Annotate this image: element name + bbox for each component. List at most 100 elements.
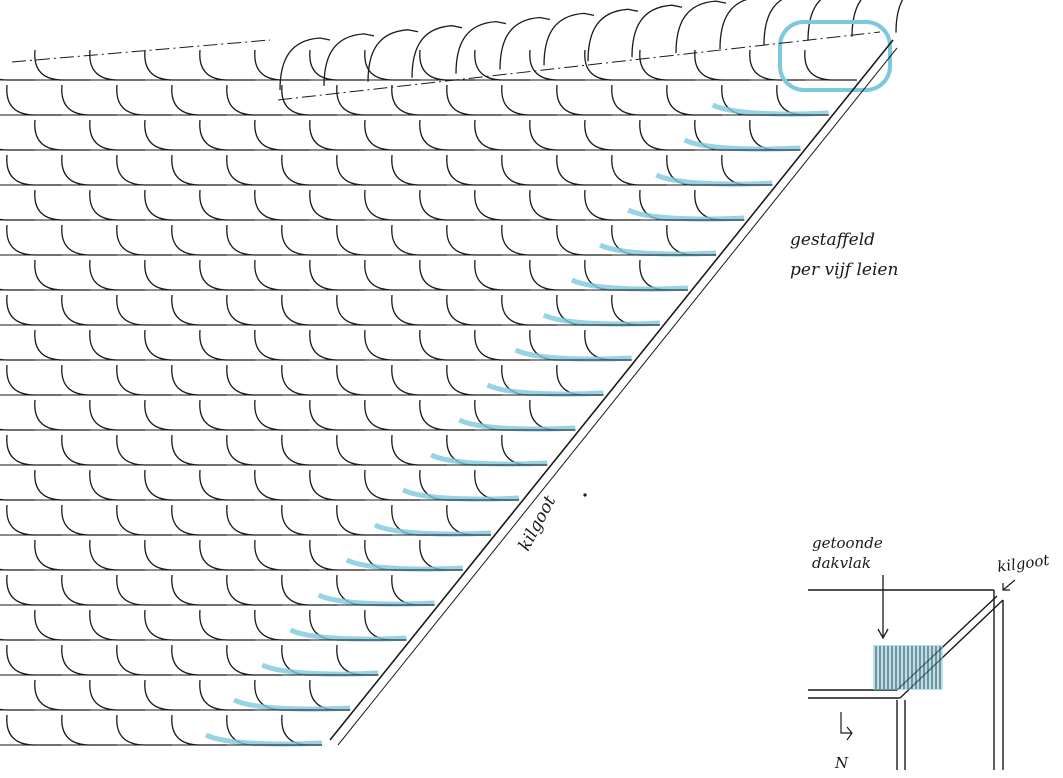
slate-edge — [584, 189, 640, 221]
slate-edge — [0, 148, 35, 151]
slate-edge — [254, 259, 310, 291]
slate-edge — [446, 294, 502, 326]
staggered-note: gestaffeld per vijf leien — [790, 230, 898, 280]
valley-gutter-line — [329, 39, 894, 741]
slate-edge — [34, 399, 90, 431]
slate-edge — [254, 469, 310, 501]
slate-edge — [529, 189, 585, 221]
slate-edge — [281, 224, 337, 256]
slate-edge — [281, 714, 322, 746]
slate-edge — [336, 644, 379, 676]
slate-edge — [336, 434, 392, 466]
slate-edge — [171, 294, 227, 326]
slate-edge — [529, 259, 585, 291]
slate-edge — [199, 539, 255, 571]
slate-edge — [89, 119, 145, 151]
slate-edge — [144, 259, 200, 291]
slate-edge — [0, 568, 35, 571]
slate-edge — [6, 154, 62, 186]
slate-edge — [309, 189, 365, 221]
slate-edge — [0, 218, 35, 221]
slate-edge — [89, 189, 145, 221]
slate-edge — [474, 189, 530, 221]
slate-edge — [804, 49, 857, 81]
slate-edge — [226, 434, 282, 466]
ridge-slate — [455, 20, 507, 74]
slate-edge — [364, 329, 420, 361]
slate-edge — [6, 714, 62, 746]
slate-edge — [116, 434, 172, 466]
slate-edge — [116, 714, 172, 746]
slate-edge — [254, 189, 310, 221]
slate-edge — [364, 119, 420, 151]
slate-edge — [446, 154, 502, 186]
slate-edge — [749, 119, 801, 151]
slate-rows — [0, 0, 904, 747]
slate-edge — [116, 224, 172, 256]
slate-edge — [89, 469, 145, 501]
slate-edge — [281, 84, 337, 116]
slate-edge — [116, 364, 172, 396]
valley-slate-highlight — [401, 487, 520, 502]
staggered-note-line2: per vijf leien — [790, 260, 898, 280]
slate-edge — [226, 84, 282, 116]
slate-edge — [34, 469, 90, 501]
slate-edge — [171, 224, 227, 256]
ridge-slate — [675, 0, 727, 54]
slate-edge — [639, 49, 695, 81]
slate-edge — [89, 609, 145, 641]
slate-edge — [611, 84, 667, 116]
slate-edge — [34, 259, 90, 291]
slate-edge — [199, 189, 255, 221]
slate-edge — [309, 259, 365, 291]
slate-edge — [446, 84, 502, 116]
slate-edge — [199, 119, 255, 151]
slate-edge — [309, 49, 365, 81]
slate-edge — [419, 259, 475, 291]
slate-edge — [226, 294, 282, 326]
slate-edge — [501, 84, 557, 116]
valley-gutter-line-inner — [337, 47, 898, 746]
slate-edge — [171, 504, 227, 536]
slate-edge — [364, 259, 420, 291]
slate-edge — [199, 329, 255, 361]
slate-edge — [34, 539, 90, 571]
slate-roof-surface — [0, 0, 904, 747]
slate-edge — [419, 119, 475, 151]
slate-edge — [6, 504, 62, 536]
slate-edge — [61, 504, 117, 536]
inset-plan: getoonde dakvlak kilgoot N — [808, 534, 1051, 772]
slate-edge — [666, 84, 722, 116]
valley-label-dot — [583, 493, 587, 497]
slate-edge — [666, 224, 717, 256]
slate-edge — [199, 469, 255, 501]
inset-roof-arrow — [877, 575, 889, 640]
ridge-slate — [323, 33, 375, 86]
slate-edge — [721, 154, 773, 186]
slate-edge — [116, 574, 172, 606]
ridge-slate — [851, 0, 862, 37]
staggered-note-line1: gestaffeld — [790, 230, 875, 250]
slate-edge — [584, 119, 640, 151]
slate-edge — [391, 434, 447, 466]
slate-edge — [391, 574, 435, 606]
slate-edge — [391, 154, 447, 186]
slate-edge — [89, 539, 145, 571]
slate-edge — [61, 364, 117, 396]
slate-edge — [694, 189, 745, 221]
slate-edge — [639, 259, 688, 291]
slate-edge — [6, 434, 62, 466]
valley-slate-highlight — [711, 102, 829, 117]
ridge-slate — [895, 0, 904, 33]
ridge-slate — [367, 29, 419, 82]
slate-edge — [144, 49, 200, 81]
slate-edge — [0, 78, 35, 81]
slate-edge — [34, 679, 90, 711]
slate-edge — [309, 399, 365, 431]
north-arrow — [840, 712, 853, 741]
slate-edge — [116, 84, 172, 116]
slate-edge — [89, 329, 145, 361]
slate-edge — [61, 154, 117, 186]
inset-valley-arrow — [1002, 579, 1016, 591]
inset-roof-label-line1: getoonde — [812, 534, 883, 552]
